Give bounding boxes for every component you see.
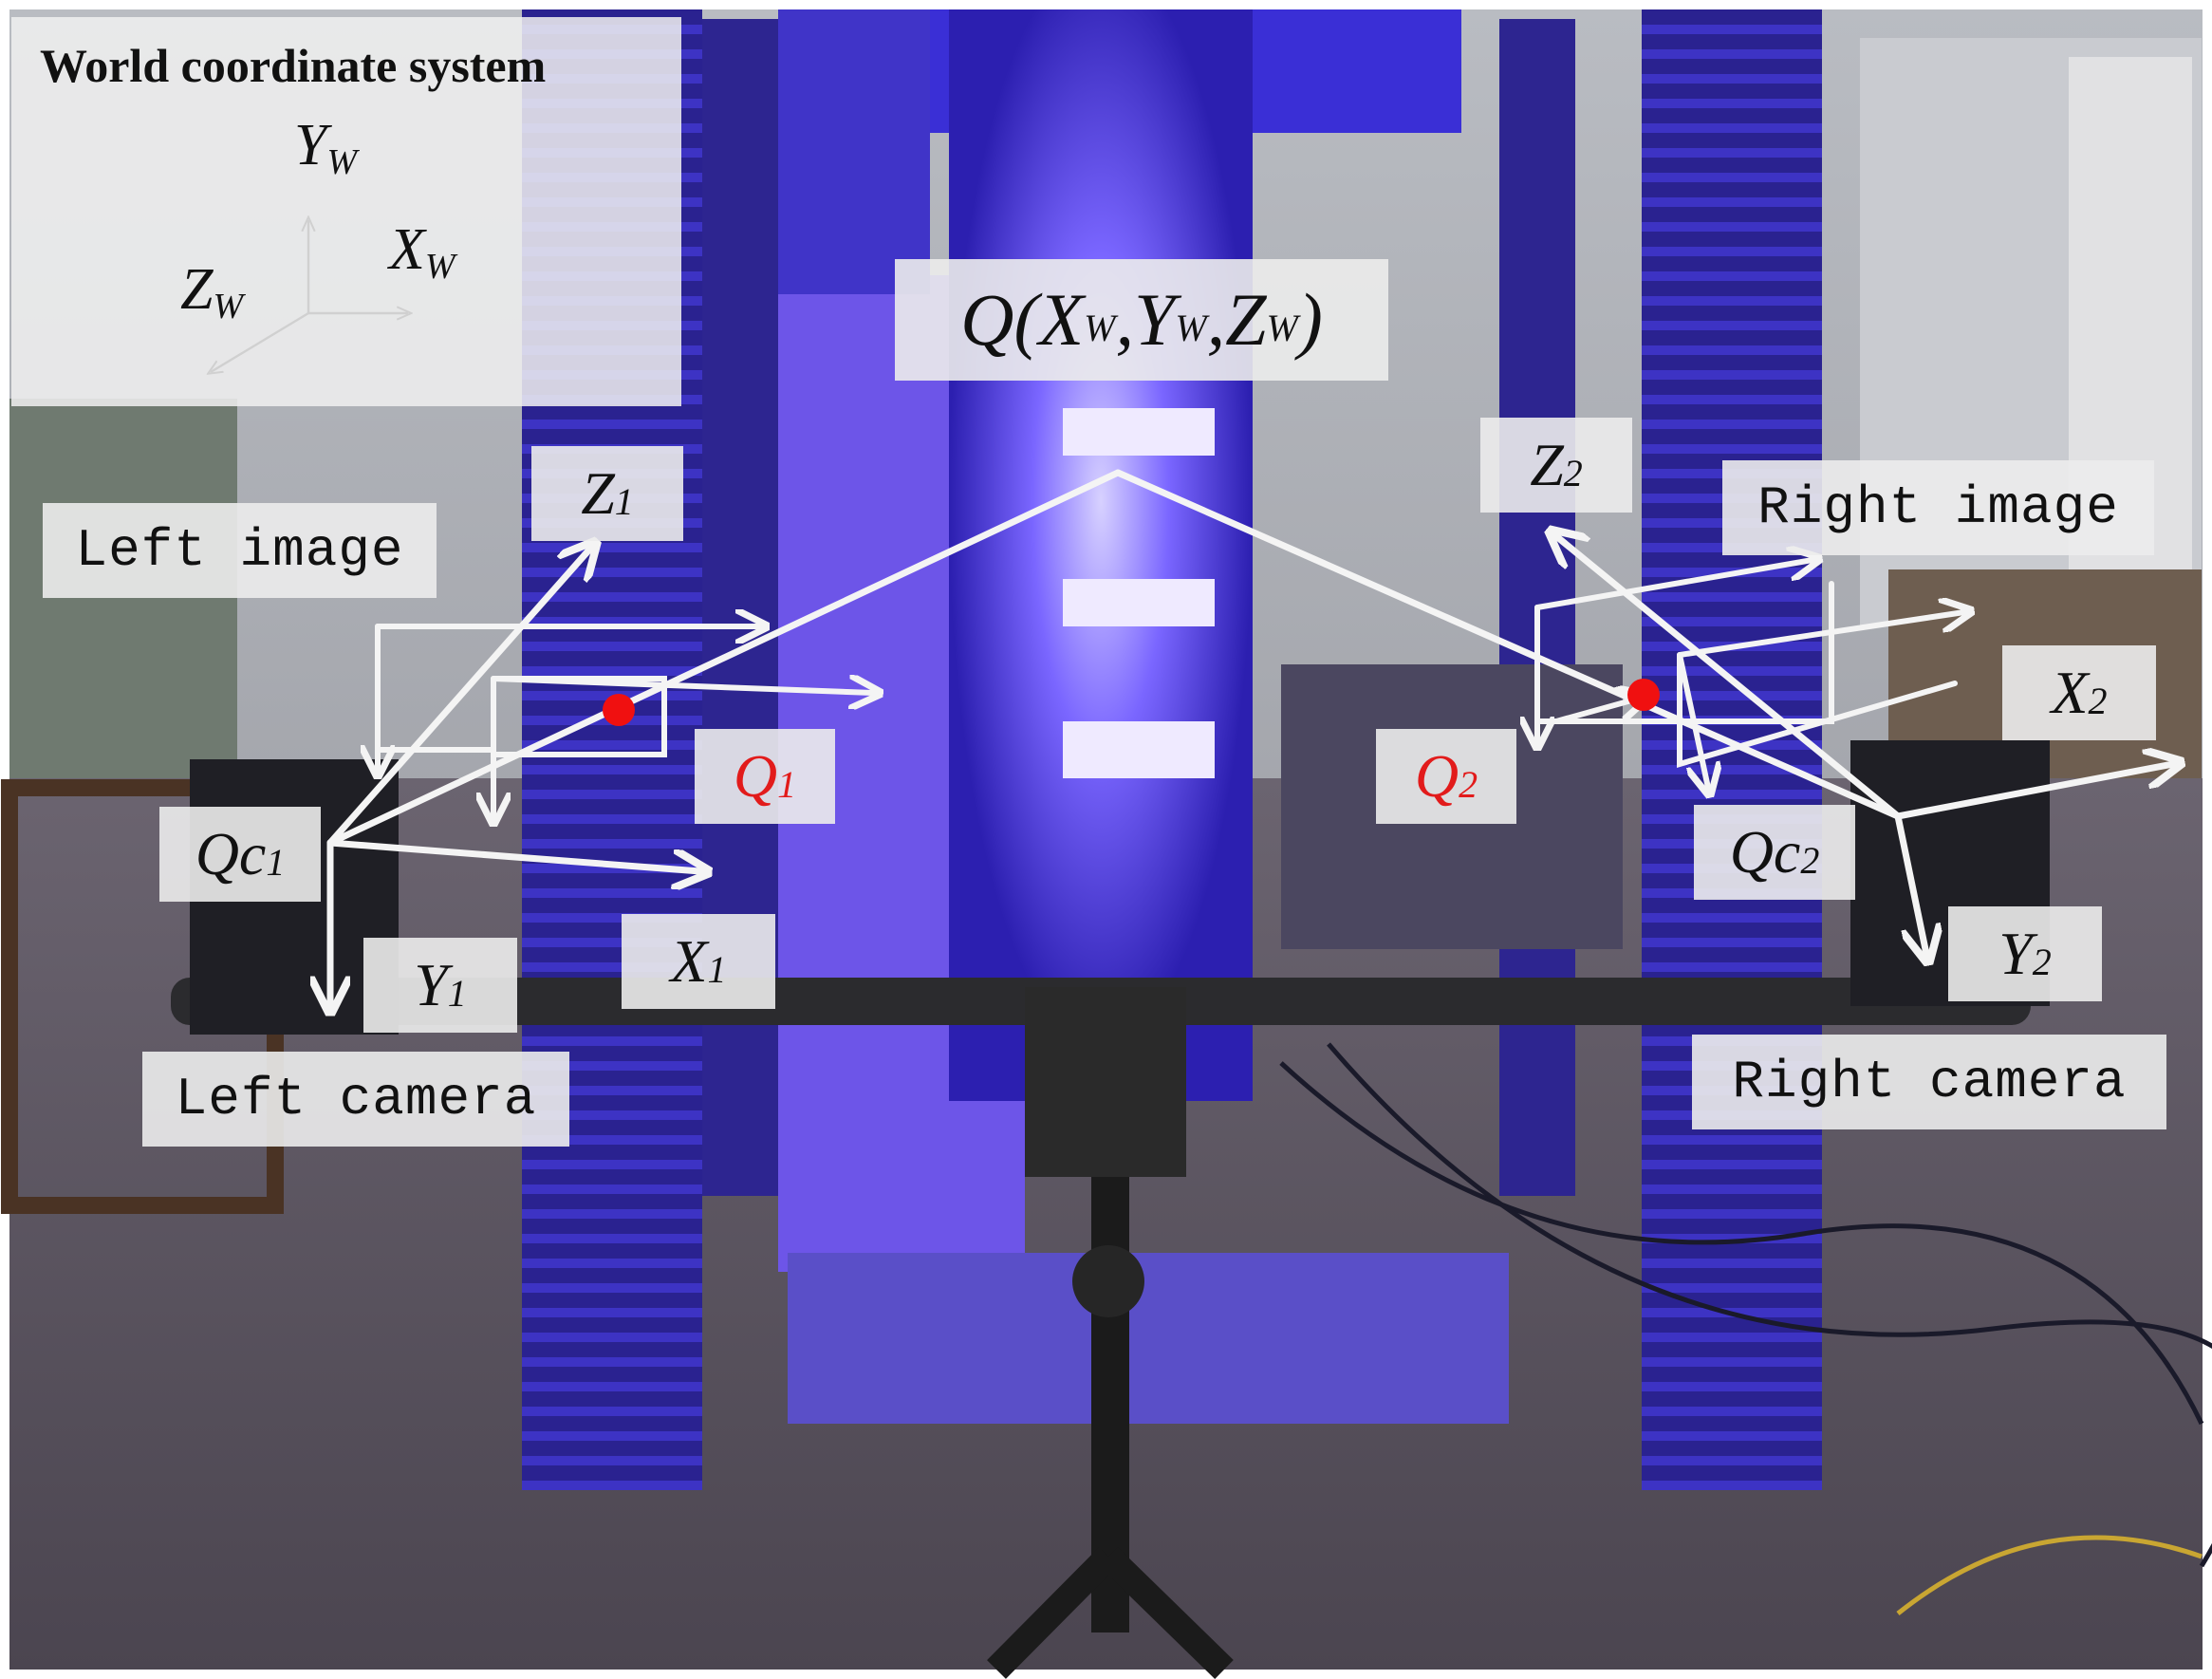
test-column-specimen [949,9,1253,1101]
left-image-plane-axes [378,626,873,821]
world-axis-y-label: YW [294,113,358,182]
left-camera-label: Left camera [142,1052,569,1147]
world-coordinate-title: World coordinate system [40,39,547,92]
right-image-label: Right image [1722,460,2154,555]
right-camera-frame [1556,536,2173,954]
left-camera-frame [330,549,700,1004]
right-camera-label: Right camera [1692,1035,2166,1129]
world-axis-z-label: ZW [180,257,244,326]
projection-point-q2 [1627,679,1660,711]
world-coordinate-panel [11,17,681,406]
right-image-plane-axes [1537,560,1964,788]
projection-rays [326,469,1902,847]
world-axis-x-label: XW [389,217,455,287]
left-image-label: Left image [43,503,437,598]
projection-point-q1 [603,694,635,726]
